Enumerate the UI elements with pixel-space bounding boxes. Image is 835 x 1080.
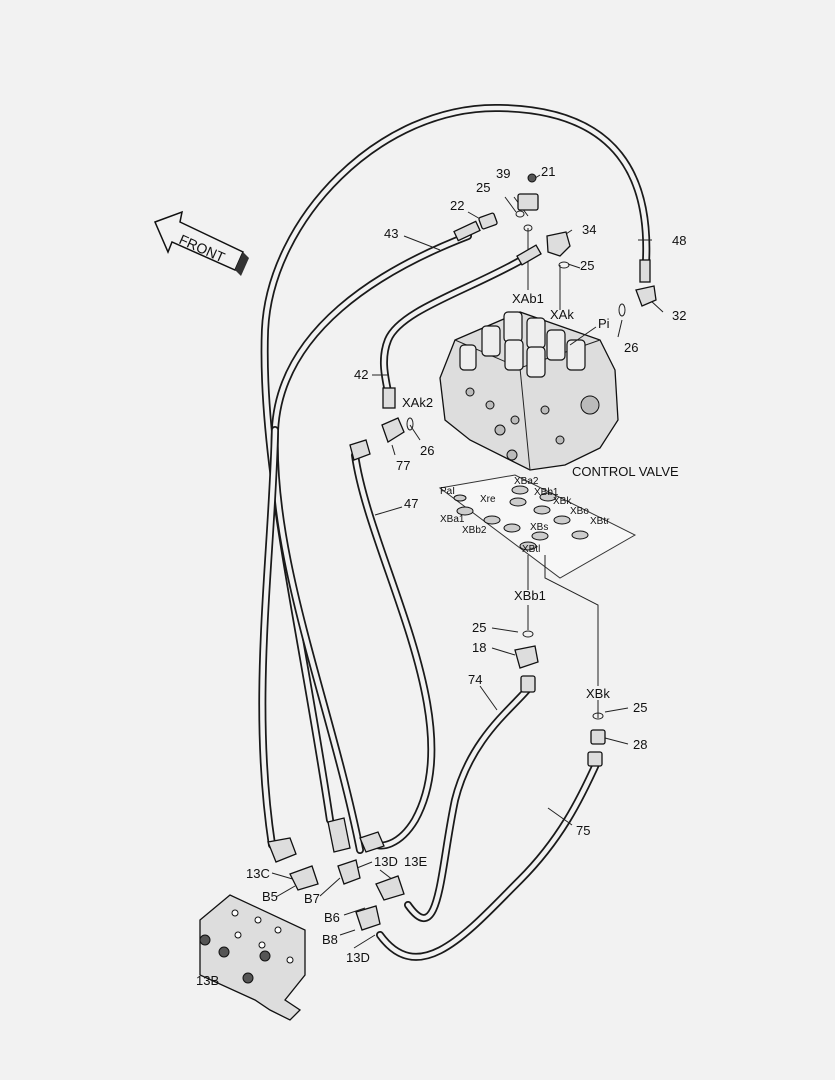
hose-42 — [379, 254, 529, 396]
label-13d-bottom: 13D — [346, 950, 370, 965]
fitting-18 — [514, 645, 539, 669]
label-42: 42 — [354, 367, 368, 382]
label-34: 34 — [582, 222, 596, 237]
hose-75 — [376, 756, 602, 961]
label-25-c: 25 — [472, 620, 486, 635]
label-47: 47 — [404, 496, 418, 511]
hose-end-13d — [359, 831, 385, 853]
hose-47-end — [349, 439, 371, 461]
port-b8: B8 — [322, 932, 338, 947]
port-b6: B6 — [324, 910, 340, 925]
hose-42-end — [516, 244, 542, 266]
port-pi: Pi — [598, 316, 610, 331]
hose-end-b7 — [327, 817, 351, 853]
part-labels: 21 39 25 22 43 34 48 25 32 26 42 26 77 4… — [196, 164, 686, 988]
label-74: 74 — [468, 672, 482, 687]
hose-43-end — [453, 220, 481, 242]
hose-42-fitting — [382, 387, 396, 409]
plate-pai: PaI — [440, 486, 455, 497]
fittings — [267, 173, 657, 931]
label-22: 22 — [450, 198, 464, 213]
fitting-32 — [635, 285, 657, 307]
fitting-21 — [527, 173, 537, 183]
label-25-d: 25 — [633, 700, 647, 715]
control-valve — [439, 311, 619, 471]
plate-xbtl: XBtl — [522, 544, 540, 555]
plate-xbb1: XBb1 — [534, 487, 559, 498]
hose-75-end — [587, 751, 603, 767]
label-25-top: 25 — [476, 180, 490, 195]
bracket — [199, 894, 306, 1021]
label-25-b: 25 — [580, 258, 594, 273]
label-48: 48 — [672, 233, 686, 248]
fitting-13d-bottom — [355, 905, 381, 931]
nuts-13b — [199, 934, 271, 984]
port-xak2: XAk2 — [402, 395, 433, 410]
fitting-28 — [590, 729, 606, 745]
fitting-34 — [546, 231, 571, 257]
label-75: 75 — [576, 823, 590, 838]
label-26-a: 26 — [624, 340, 638, 355]
plate-xba2: XBa2 — [514, 476, 539, 487]
hose-48-end — [639, 259, 651, 283]
hose-74-end — [520, 675, 536, 693]
plate-xbo: XBo — [570, 506, 589, 517]
port-xak: XAk — [550, 307, 574, 322]
label-13d-top: 13D — [374, 854, 398, 869]
hose-43 — [258, 232, 472, 854]
fitting-13c — [289, 865, 319, 891]
hose-74 — [404, 686, 531, 922]
plate-xba1: XBa1 — [440, 514, 465, 525]
plate-xbs: XBs — [530, 522, 548, 533]
label-77: 77 — [396, 458, 410, 473]
plate-xre: Xre — [480, 494, 496, 505]
label-26-b: 26 — [420, 443, 434, 458]
fitting-22 — [478, 212, 498, 230]
label-39: 39 — [496, 166, 510, 181]
plate-xbb2: XBb2 — [462, 525, 487, 536]
port-plate — [438, 474, 637, 579]
fitting-13d-top — [337, 859, 361, 885]
label-13b: 13B — [196, 973, 219, 988]
hose-end-13c — [267, 837, 297, 863]
label-13e: 13E — [404, 854, 427, 869]
label-28: 28 — [633, 737, 647, 752]
label-21: 21 — [541, 164, 555, 179]
label-32: 32 — [672, 308, 686, 323]
port-xbk: XBk — [586, 686, 610, 701]
label-18: 18 — [472, 640, 486, 655]
port-xbb1: XBb1 — [514, 588, 546, 603]
label-43: 43 — [384, 226, 398, 241]
fitting-39 — [517, 193, 539, 211]
hose-47 — [351, 451, 436, 850]
port-b5: B5 — [262, 889, 278, 904]
control-valve-title: CONTROL VALVE — [572, 464, 679, 479]
fitting-13e — [375, 875, 405, 901]
label-13c: 13C — [246, 866, 270, 881]
fitting-77 — [381, 417, 405, 443]
plate-xbtr: XBtr — [590, 516, 610, 527]
port-b7: B7 — [304, 891, 320, 906]
port-xab1: XAb1 — [512, 291, 544, 306]
plate-xbk: XBk — [553, 496, 572, 507]
front-arrow: FRONT — [153, 210, 249, 276]
